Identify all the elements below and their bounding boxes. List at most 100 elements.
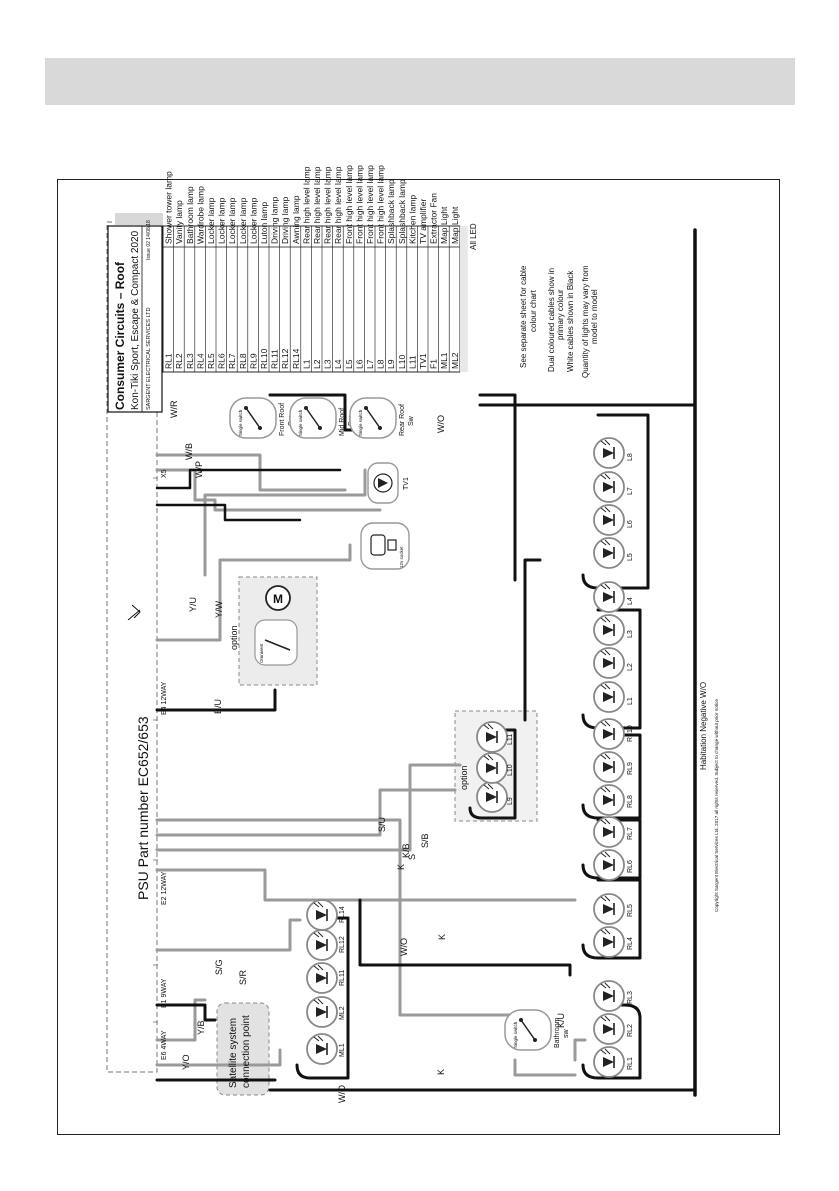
legend-description: Locker lamp [227, 197, 237, 244]
legend-description: Front high level lamp [344, 165, 354, 244]
switch-label: Sw [408, 415, 415, 426]
legend-code: L9 [386, 359, 396, 369]
diagram-frame [57, 179, 780, 1135]
lamp-label: RL9 [627, 762, 634, 775]
lamp-rl4: RL4 [593, 926, 634, 958]
legend-description: Front high level lamp [376, 165, 386, 244]
switch-caption: Single switch [358, 409, 363, 436]
lamp-label: L7 [627, 487, 634, 495]
copyright: Copyright Sargent Electrical Services Lt… [714, 699, 719, 912]
wire-label: K [437, 934, 447, 940]
lamp-label: RL14 [339, 906, 346, 923]
rl6-rl7-loop [581, 818, 642, 880]
legend-description: Map Light [450, 206, 460, 244]
note-line: primary colour [556, 289, 565, 340]
note-line: colour chart [529, 289, 538, 332]
connector-label: E2 12WAY [161, 871, 168, 905]
wire-label: S/U [377, 817, 387, 832]
lamp-rl11: RL11 [306, 962, 346, 994]
lamp-label: ML2 [339, 1006, 346, 1020]
switch-caption: Single switch [298, 409, 303, 436]
wire-l-feed [478, 393, 517, 582]
title-block-tab [115, 213, 163, 225]
lamp-rl9: RL9 [593, 751, 634, 783]
legend-code: RL11 [270, 349, 280, 369]
lamp-rl7: RL7 [593, 816, 634, 848]
legend-code: L2 [312, 359, 322, 369]
legend-description: Rear high level lamp [333, 166, 343, 244]
wire-fan-tv [203, 468, 367, 577]
lamp-label: RL12 [339, 936, 346, 953]
wire-yo [155, 1048, 282, 1067]
switch-label: Rear Roof [399, 404, 406, 436]
legend-description: Shower tower lamp [164, 171, 174, 244]
habitation-negative: Habitation Negative W/O [699, 682, 708, 770]
legend-code: TV1 [418, 353, 428, 369]
lamp-label: L4 [627, 597, 634, 605]
wire-label: S/R [238, 969, 248, 985]
legend-side-label: All LED [469, 223, 478, 250]
lamp-rl10: RL10 [593, 718, 634, 750]
lamp-l7: L7 [593, 471, 634, 503]
note-line: Quantity of lights may vary from [581, 265, 590, 378]
lamp-l1: L1 [593, 681, 634, 713]
satellite-label: connection point [241, 1015, 252, 1088]
lamp-rl1: RL1 [593, 1046, 634, 1078]
legend-code: RL4 [195, 353, 205, 369]
legend-code: L6 [354, 359, 364, 369]
legend-description: Locker lamp [248, 197, 258, 244]
lamp-label: RL7 [627, 827, 634, 840]
legend-description: TV amplifier [418, 198, 428, 244]
lamp-label: L10 [507, 764, 514, 776]
note-line: White cables shown in Black [566, 270, 575, 372]
header-band [45, 58, 795, 105]
wire-label: B/U [213, 699, 223, 714]
lamp-l6: L6 [593, 504, 634, 536]
psu-label: PSU Part number EC652/653 [135, 716, 151, 900]
wire-ku [155, 763, 462, 852]
lamp-rl3: RL3 [593, 980, 634, 1012]
wire-yb [155, 998, 207, 1042]
issue-text: Issue 02 14/08/18 [146, 220, 152, 260]
wire-label: K/U [556, 1013, 566, 1028]
legend-description: Locker lamp [206, 197, 216, 244]
wire-label: W/O [337, 1085, 347, 1103]
wiring: RL1RL2RL3RL4RL5RL6RL7RL8RL9RL10L1L2L3L4L… [153, 228, 697, 1097]
legend-code: L7 [365, 359, 375, 369]
lamp-label: RL2 [627, 1024, 634, 1037]
wire-rl1-feed [573, 1038, 587, 1062]
wire-bath-out [513, 1058, 577, 1077]
lamp-rl12: RL12 [306, 929, 346, 961]
lamp-label: RL3 [627, 991, 634, 1004]
legend-description: Front high level lamp [365, 165, 375, 244]
lamp-label: L9 [507, 797, 514, 805]
rl4-rl5-loop [581, 878, 642, 960]
legend-description: Front high level lamp [354, 165, 364, 244]
wire-sr [155, 1003, 217, 1022]
motor-label: M [273, 592, 283, 606]
legend-code: RL1 [164, 353, 174, 369]
legend-code: RL6 [217, 353, 227, 369]
lamp-rl6: RL6 [593, 849, 634, 881]
wire-s-bath [155, 818, 522, 1017]
wire-label: Y/O [181, 1054, 191, 1070]
switch-caption: Single switch [513, 1021, 518, 1048]
switch-caption: Single switch [238, 409, 243, 436]
legend-code: RL10 [259, 348, 269, 369]
satellite-box [216, 1002, 270, 1096]
wire-sb [155, 788, 457, 837]
legend-description: Wardrobe lamp [195, 186, 205, 244]
wire-label: S/G [214, 959, 224, 975]
legend-code: RL3 [185, 353, 195, 369]
wire-label: W/O [399, 938, 409, 956]
lamp-label: L5 [627, 553, 634, 561]
wire-label: K/B [401, 843, 411, 858]
socket-label: 12v socket [399, 546, 404, 568]
wire-label: S [407, 854, 417, 860]
switch-label: Bathroom [554, 1017, 561, 1048]
